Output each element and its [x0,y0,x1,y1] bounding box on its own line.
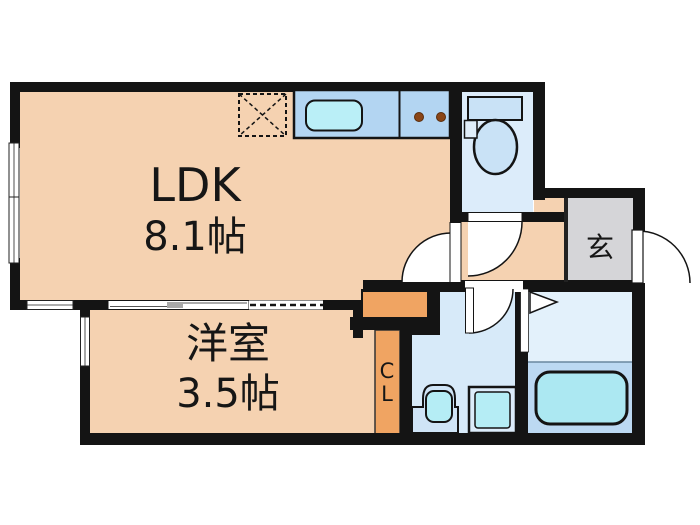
entrance-label: 玄 [586,231,614,264]
wall-left-upper [10,82,20,148]
ldk-size-label: 8.1帖 [143,214,247,260]
kitchen-sink [305,99,363,132]
front-door [631,229,691,284]
wall-top [10,82,543,92]
front-door-panel [631,229,644,284]
toilet-flush-tab [463,119,478,139]
wall-western-left [80,300,90,441]
wall-toilet-right [533,82,545,200]
kitchen-counter [292,88,452,140]
bathroom-door [520,288,560,353]
washroom-door-panel [465,287,474,334]
window-ldk-bottom [26,300,74,310]
bathtub [534,370,629,426]
wall-bathroom-right [632,292,645,445]
toilet-door-panel [467,212,523,222]
entrance-step-line [564,198,568,282]
western-room-size-label: 3.5帖 [176,371,280,417]
closet-strip [374,329,401,435]
ldk-label: LDK [149,158,242,212]
wall-entrance-top [545,188,645,198]
wall-right-upper [633,188,645,232]
closet-label-c: C [380,359,395,383]
western-room-floor [88,310,375,433]
wall-closet-bar [350,317,430,330]
washbasin-bowl [425,390,453,423]
open-wall-dashed [249,300,323,310]
western-room-label: 洋室 [186,319,270,368]
closet-label-l: L [381,382,393,406]
ldk-hall-door [401,222,462,283]
entrance-floor [568,198,633,282]
stove-burners [414,112,446,122]
washroom-door [465,281,523,334]
ldk-hall-door-panel [449,222,462,283]
refrigerator-space [238,93,287,137]
hall-nook-floor [534,198,564,213]
window-western-left [80,316,90,367]
sliding-door-ldk-western [107,300,250,310]
wall-left-lower [10,258,20,310]
wall-bottom [80,433,645,445]
toilet [463,96,523,176]
toilet-bowl [472,118,519,176]
toilet-tank [467,96,523,121]
wall-ldk-toilet [450,82,462,222]
washbasin [411,384,459,434]
wall-washroom-left-lower [400,330,412,441]
toilet-door [467,212,523,277]
window-ldk-left [8,142,20,264]
wall-washroom-left-upper [428,278,440,334]
bathroom-door-swing-triangle [529,290,560,315]
washing-machine-pan [467,385,518,435]
